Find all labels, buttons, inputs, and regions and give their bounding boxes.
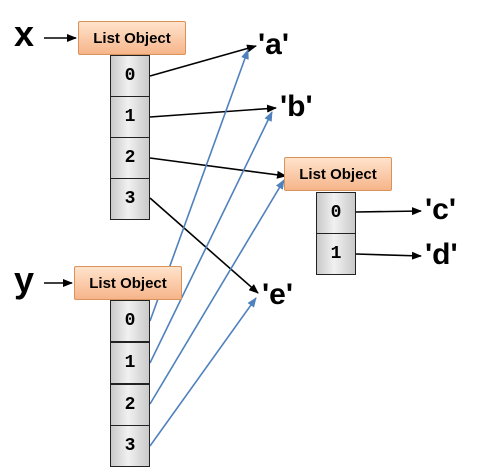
sublist-index-1-cell: 1 xyxy=(316,233,356,275)
x-index-2-cell: 2 xyxy=(110,137,150,179)
string-e-label: 'e' xyxy=(262,278,293,311)
sublist-index-0-cell: 0 xyxy=(316,192,356,234)
x-index-1-arrow xyxy=(149,104,277,118)
string-a-label: 'a' xyxy=(258,28,289,61)
variable-x-label: x xyxy=(14,13,35,54)
string-c-label: 'c' xyxy=(425,193,456,226)
list-object-y: List Object xyxy=(74,266,182,300)
y-index-3-cell: 3 xyxy=(110,425,150,467)
y-index-2-arrow xyxy=(149,179,285,405)
x-index-2-arrow xyxy=(149,157,287,179)
variable-y-label: y xyxy=(14,259,35,300)
x-index-0-arrow xyxy=(149,44,257,77)
y-index-3-arrow xyxy=(149,297,257,447)
x-index-3-cell: 3 xyxy=(110,178,150,220)
y-index-0-cell: 0 xyxy=(110,300,150,342)
y-index-1-arrow xyxy=(149,111,273,364)
x-index-0-cell: 0 xyxy=(110,55,150,97)
sublist-index-0-arrow xyxy=(355,207,422,216)
string-b-label: 'b' xyxy=(280,90,313,123)
list-object-x: List Object xyxy=(78,21,186,55)
x-index-1-cell: 1 xyxy=(110,96,150,138)
y-index-1-cell: 1 xyxy=(110,342,150,384)
sublist-index-1-arrow xyxy=(355,251,422,260)
string-d-label: 'd' xyxy=(425,238,458,271)
x-index-3-arrow xyxy=(149,197,259,294)
list-object-sublist: List Object xyxy=(284,157,392,191)
y-index-2-cell: 2 xyxy=(110,384,150,426)
